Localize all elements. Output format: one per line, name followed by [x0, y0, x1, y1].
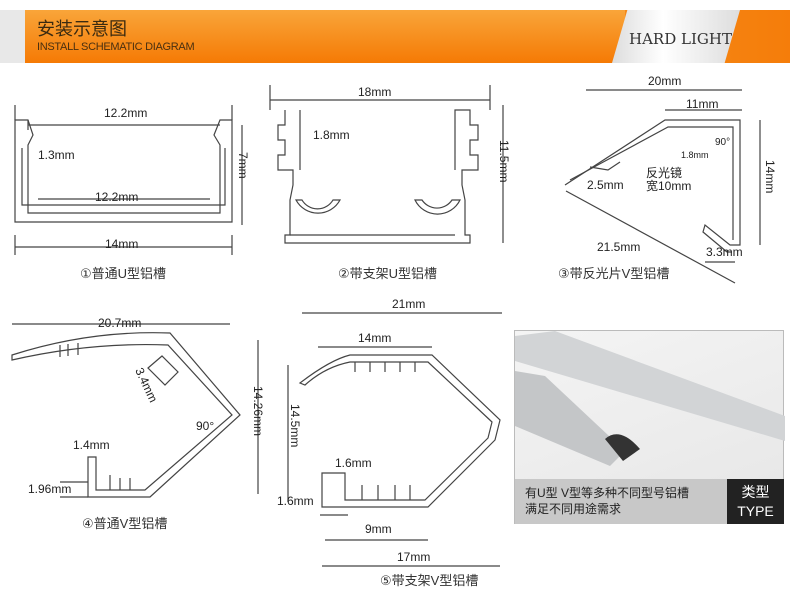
- dim-label: 宽10mm: [646, 179, 692, 193]
- dim-label: 18mm: [358, 85, 392, 99]
- caption-u-bracket: ②带支架U型铝槽: [338, 266, 438, 281]
- type-en: TYPE: [737, 503, 774, 519]
- dim-label: 1.6mm: [277, 494, 314, 508]
- dim-label: 12.2mm: [95, 190, 139, 204]
- dim-label: 1.96mm: [28, 482, 72, 496]
- dim-label: 1.3mm: [38, 148, 75, 162]
- photo-caption: 有U型 V型等多种不同型号铝槽满足不同用途需求: [525, 485, 689, 517]
- dim-label: 14mm: [763, 160, 777, 194]
- product-photo: 有U型 V型等多种不同型号铝槽满足不同用途需求 类型 TYPE: [514, 330, 785, 524]
- dim-label: 14mm: [358, 331, 392, 345]
- header-banner: [0, 10, 790, 63]
- dim-label: 90°: [715, 137, 731, 148]
- dim-label: 21.5mm: [597, 240, 641, 254]
- caption-v-bracket: ⑤带支架V型铝槽: [380, 573, 479, 588]
- dim-label: 20.7mm: [98, 316, 142, 330]
- diagram-v-reflector: [564, 89, 761, 284]
- type-cn: 类型: [741, 484, 770, 500]
- dim-label: 1.6mm: [335, 456, 372, 470]
- page-title: 安装示意图: [37, 19, 127, 39]
- dim-label: 12.2mm: [104, 106, 148, 120]
- brand-label: HARD LIGHT: [629, 30, 732, 48]
- aluminum-profile-image: [515, 331, 785, 466]
- type-badge: 类型 TYPE: [727, 479, 784, 524]
- dim-label: 11mm: [686, 97, 719, 111]
- caption-u-channel: ①普通U型铝槽: [80, 266, 167, 281]
- dim-label: 2.5mm: [587, 178, 624, 192]
- caption-v-standard: ④普通V型铝槽: [82, 516, 168, 531]
- dim-label: 21mm: [392, 297, 426, 311]
- dim-label: 11.5mm: [497, 140, 511, 183]
- page-subtitle: INSTALL SCHEMATIC DIAGRAM: [37, 41, 195, 53]
- diagram-u-bracket: [269, 85, 504, 244]
- dim-label: 14.5mm: [288, 404, 302, 448]
- dim-label: 反光镜: [646, 166, 683, 180]
- dim-label: 1.8mm: [681, 150, 709, 160]
- diagram-v-bracket: [287, 312, 502, 567]
- dim-label: 1.4mm: [73, 438, 110, 452]
- diagram-u-channel: [14, 105, 243, 255]
- dim-label: 1.8mm: [313, 128, 350, 142]
- dim-label: 90°: [196, 419, 215, 433]
- dim-label: 3.3mm: [706, 245, 743, 259]
- dim-label: 9mm: [365, 522, 392, 536]
- caption-line: 满足不同用途需求: [525, 502, 622, 516]
- dim-label: 20mm: [648, 74, 682, 88]
- dim-label: 14.26mm: [251, 386, 265, 437]
- dim-label: 7mm: [236, 152, 250, 179]
- caption-line: 有U型 V型等多种不同型号铝槽: [525, 486, 690, 500]
- dim-label: 14mm: [105, 237, 139, 251]
- dim-label: 17mm: [397, 550, 431, 564]
- caption-v-reflector: ③带反光片V型铝槽: [558, 266, 670, 281]
- diagram-v-standard: [11, 323, 259, 498]
